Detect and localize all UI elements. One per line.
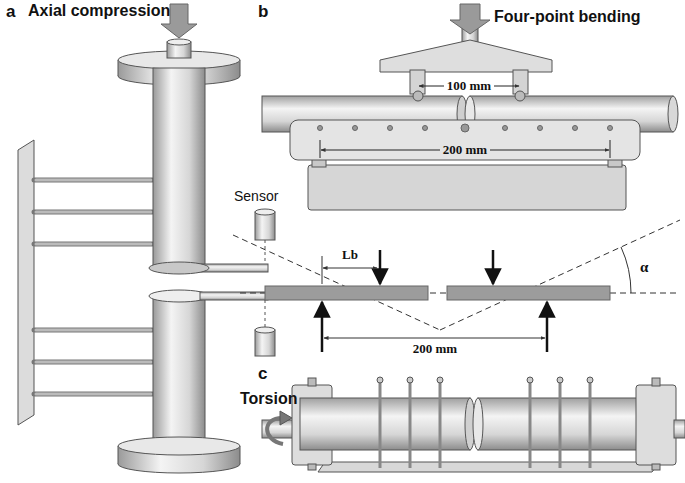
dimension-label: 200 mm: [410, 342, 460, 357]
panel-title: Axial compression: [28, 2, 170, 20]
panel-letter: c: [258, 364, 267, 384]
panel-letter: a: [6, 2, 15, 22]
fixing-pins: [34, 180, 153, 394]
part-label: Sensor: [234, 188, 278, 204]
bending-schematic: [233, 220, 680, 352]
dimension-label: 100 mm: [444, 79, 494, 94]
displacement-sensor: [255, 209, 275, 356]
sensor-plate: [18, 140, 34, 425]
fixing-pins: [380, 380, 590, 468]
axial-compression-rig: [18, 4, 275, 473]
dimension-label: Lb: [339, 248, 361, 263]
panel-letter: b: [258, 2, 268, 22]
panel-title: Torsion: [240, 390, 297, 408]
angle-symbol: α: [640, 259, 648, 276]
four-point-bending-rig: [262, 4, 678, 210]
dimension-label: 200 mm: [440, 143, 490, 158]
torsion-rig: [262, 377, 685, 472]
panel-title: Four-point bending: [494, 8, 641, 26]
